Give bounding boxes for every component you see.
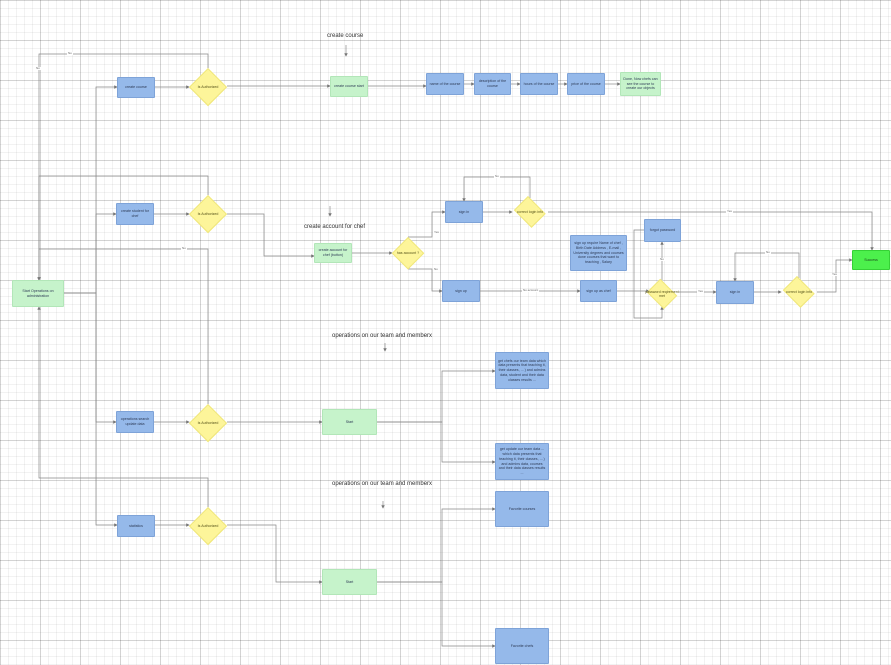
- start-operations-1-node[interactable]: Start: [322, 409, 377, 435]
- edge-label-no: No: [181, 246, 187, 250]
- heading-operations-1: operations on our team and memberx: [332, 333, 433, 339]
- get-data-top-node[interactable]: get chefs our team data which data prese…: [495, 352, 549, 389]
- description-of-course-node[interactable]: description of the course: [474, 73, 511, 95]
- edge-label-no: No: [659, 257, 665, 261]
- password-requirement-decision[interactable]: password reqirement met: [645, 280, 679, 307]
- sign-up-node[interactable]: sign up: [442, 280, 480, 302]
- heading-create-course: create course: [327, 33, 364, 39]
- edge-label-yes: Yes: [433, 230, 440, 234]
- sign-in-node[interactable]: sign in: [445, 201, 483, 223]
- name-of-course-node[interactable]: name of the course: [426, 73, 464, 95]
- statistics-node[interactable]: statistics: [117, 515, 155, 537]
- sign-in-node-2[interactable]: sign in: [716, 281, 754, 304]
- correct-login-decision-1[interactable]: correct login info: [512, 198, 548, 226]
- edge-label-no: No: [67, 51, 73, 55]
- edge-label-yes: Yes: [831, 272, 838, 276]
- edge-label-yes: Yes: [697, 289, 704, 293]
- create-student-chef-node[interactable]: create student for chef: [116, 203, 154, 225]
- success-node[interactable]: Success: [852, 250, 890, 270]
- operations-update-node[interactable]: operations search update data: [116, 411, 154, 433]
- start-operations-node[interactable]: Start Operations on administration: [12, 280, 64, 307]
- sign-up-as-chef-node[interactable]: sign up as chef: [580, 280, 617, 302]
- favorite-courses-node[interactable]: Favorite courses: [495, 491, 549, 527]
- create-account-chef-node[interactable]: create account for chef (button): [314, 243, 352, 263]
- sign-up-requirements-note: sign up require Name of chef , Birth Dat…: [570, 235, 627, 271]
- is-authorized-decision-4[interactable]: Is Authorized: [189, 507, 227, 545]
- is-authorized-decision-2[interactable]: Is Authorized: [189, 195, 227, 233]
- has-account-decision[interactable]: has account ?: [392, 237, 424, 269]
- heading-operations-2: operations on our team and memberx: [332, 481, 433, 487]
- create-course-node[interactable]: create course: [117, 77, 155, 98]
- favorite-chefs-node[interactable]: Favorite chefs: [495, 628, 549, 664]
- forgot-password-node[interactable]: forgot password: [644, 219, 681, 242]
- is-authorized-decision-1[interactable]: Is Authorized: [189, 68, 227, 106]
- heading-create-account-chef: create account for chef: [304, 224, 366, 230]
- done-node[interactable]: Done, Now chefs can see the course to cr…: [620, 72, 661, 96]
- hours-of-course-node[interactable]: hours of the course: [520, 73, 558, 95]
- edge-label-yes: Yes: [726, 209, 733, 213]
- start-operations-2-node[interactable]: Start: [322, 569, 377, 595]
- price-of-course-node[interactable]: price of the course: [567, 73, 605, 95]
- get-data-bottom-node[interactable]: get update our team data ... which data …: [495, 443, 549, 480]
- edge-label-no: No: [494, 174, 500, 178]
- edge-label-no: No: [35, 66, 41, 70]
- edge-label-no-account: No account: [522, 288, 540, 292]
- create-course-start-node[interactable]: create course start: [330, 76, 368, 97]
- correct-login-decision-2[interactable]: correct login info: [781, 278, 817, 306]
- edge-label-no: No: [433, 267, 439, 271]
- is-authorized-decision-3[interactable]: Is Authorized: [189, 404, 227, 442]
- edge-label-no: No: [765, 250, 771, 254]
